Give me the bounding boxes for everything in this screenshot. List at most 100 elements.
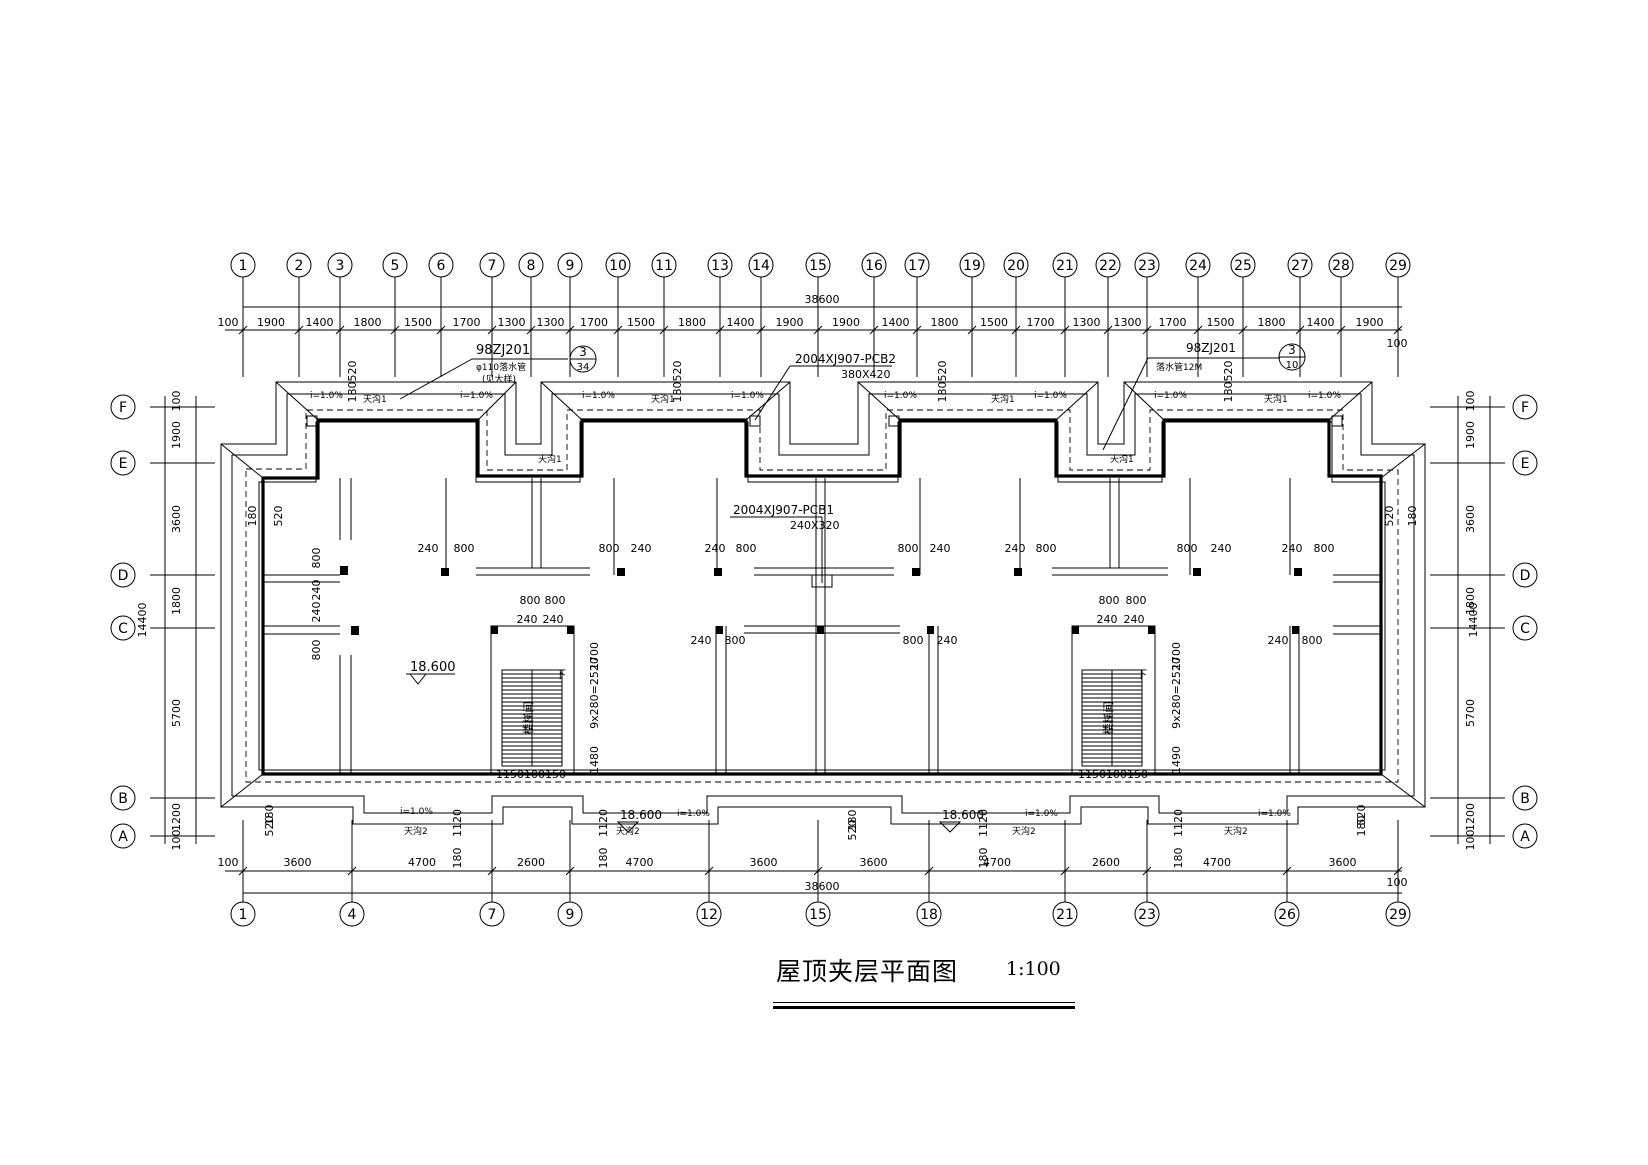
axis-bubble-top-17: 17	[904, 252, 930, 377]
top-segment-dim: 1700	[1027, 316, 1055, 329]
bottom-segment-dim: 3600	[284, 856, 312, 869]
axis-bubble-bottom-29: 29	[1385, 820, 1411, 927]
elevation-bottom-1: 18.600	[620, 808, 662, 822]
opening-dim: 800	[599, 542, 620, 555]
opening-dim: 240	[1124, 613, 1145, 626]
gap-dim: 520	[1222, 361, 1235, 382]
ref-98zj201-left: 98ZJ201	[476, 343, 530, 358]
axis-bubble-top-19: 19	[959, 252, 985, 377]
opening-dim: 240	[517, 613, 538, 626]
axis-label-top: 9	[566, 258, 575, 274]
axis-label-top: 3	[336, 258, 345, 274]
top-segment-dim: 1900	[257, 316, 285, 329]
axis-label-bottom: 9	[566, 907, 575, 923]
opening-dim: 800	[1036, 542, 1057, 555]
gap-dim: 180	[597, 848, 610, 869]
axis-label-top: 29	[1389, 258, 1407, 274]
axis-bubble-top-2: 2	[286, 252, 312, 377]
top-segment-dim: 1400	[882, 316, 910, 329]
top-segment-dim: 1900	[776, 316, 804, 329]
gap-dim: 520	[1355, 805, 1368, 826]
axis-bubble-top-21: 21	[1052, 252, 1078, 377]
side-segment-dim: 1800	[1464, 587, 1477, 615]
bottom-segment-dim: 4700	[1203, 856, 1231, 869]
stair-width-right: 1150100150	[1078, 768, 1148, 781]
axis-bubble-top-8: 8	[518, 252, 544, 377]
pcb2-size: 380X420	[841, 368, 891, 381]
axis-bubble-right-B: B	[1430, 785, 1538, 811]
axis-label-top: 21	[1056, 258, 1074, 274]
stair-riser-left: 9x280=2520	[588, 657, 601, 729]
top-segment-dim: 1900	[832, 316, 860, 329]
opening-dim: 800	[545, 594, 566, 607]
axis-label-top: 22	[1099, 258, 1117, 274]
stair-low-left: 1480	[588, 746, 601, 774]
bottom-segment-dim: 4700	[983, 856, 1011, 869]
gap-dim: 1120	[451, 809, 464, 837]
elevation-bottom-2: 18.600	[942, 808, 984, 822]
downpipe-note-left: φ110落水管	[476, 361, 526, 373]
axis-bubble-top-28: 28	[1328, 252, 1354, 377]
bottom-end-dim: 100	[1387, 876, 1408, 889]
axis-label-top: 24	[1189, 258, 1207, 274]
title-underline-thick	[773, 1006, 1075, 1009]
bottom-overall-label: 38600	[805, 880, 840, 893]
axis-label-top: 23	[1138, 258, 1156, 274]
ref-98zj201-right: 98ZJ201	[1186, 341, 1236, 355]
axis-bubble-top-24: 24	[1185, 252, 1211, 377]
axis-bubble-bottom-18: 18	[916, 820, 942, 927]
slope-label: i=1.0%	[731, 391, 764, 401]
axis-label-bottom: 29	[1389, 907, 1407, 923]
top-segment-dim: 1400	[306, 316, 334, 329]
axis-bubble-bottom-9: 9	[557, 820, 583, 927]
gap-dim: 800	[310, 548, 323, 569]
gutter-label: 天沟1	[538, 453, 562, 465]
opening-dim: 800	[1099, 594, 1120, 607]
gap-dim: 180	[263, 805, 276, 826]
gap-dim: 180	[1406, 506, 1419, 527]
side-segment-dim: 1900	[170, 421, 183, 449]
axis-bubble-top-3: 3	[327, 252, 353, 377]
gap-dim: 180	[1222, 382, 1235, 403]
axis-bubble-bottom-26: 26	[1274, 820, 1300, 927]
axis-label-side: E	[1521, 456, 1530, 472]
top-segment-dim: 1500	[980, 316, 1008, 329]
axis-label-bottom: 26	[1278, 907, 1296, 923]
axis-label-bottom: 12	[700, 907, 718, 923]
axis-bubble-bottom-23: 23	[1134, 820, 1160, 927]
axis-label-top: 10	[609, 258, 627, 274]
axis-label-top: 6	[437, 258, 446, 274]
side-segment-dim: 100	[170, 830, 183, 851]
stair-up-left: 1700	[588, 642, 601, 670]
opening-dim: 240	[543, 613, 564, 626]
axis-label-side: F	[1521, 400, 1529, 416]
axis-label-bottom: 23	[1138, 907, 1156, 923]
axis-bubble-top-7: 7	[479, 252, 505, 377]
axis-bubble-top-27: 27	[1287, 252, 1313, 377]
stair-riser-right: 9x280=2520	[1170, 657, 1183, 729]
side-segment-dim: 100	[1464, 830, 1477, 851]
opening-dim: 800	[520, 594, 541, 607]
gutter-label: 天沟2	[616, 825, 640, 837]
axis-bubble-top-5: 5	[382, 252, 408, 377]
gutter-label: 天沟1	[991, 393, 1015, 405]
gap-dim: 1120	[1172, 809, 1185, 837]
gap-dim: 800	[310, 640, 323, 661]
elevation-main: 18.600	[410, 660, 456, 675]
side-segment-dim: 3600	[170, 505, 183, 533]
top-segment-dim: 1700	[580, 316, 608, 329]
top-segment-dim: 1700	[1159, 316, 1187, 329]
axis-label-bottom: 18	[920, 907, 938, 923]
stair-label-right: 楼梯间	[1101, 702, 1115, 735]
opening-dim: 800	[736, 542, 757, 555]
axis-label-top: 7	[488, 258, 497, 274]
axis-label-bottom: 1	[239, 907, 248, 923]
right-dimension-chain: 14400	[1457, 396, 1491, 844]
side-segment-dim: 1900	[1464, 421, 1477, 449]
axis-bubble-bottom-21: 21	[1052, 820, 1078, 927]
slope-label: i=1.0%	[310, 391, 343, 401]
axis-label-top: 27	[1291, 258, 1309, 274]
gutter-label: 天沟1	[1110, 453, 1134, 465]
axis-bubble-bottom-4: 4	[339, 820, 365, 927]
